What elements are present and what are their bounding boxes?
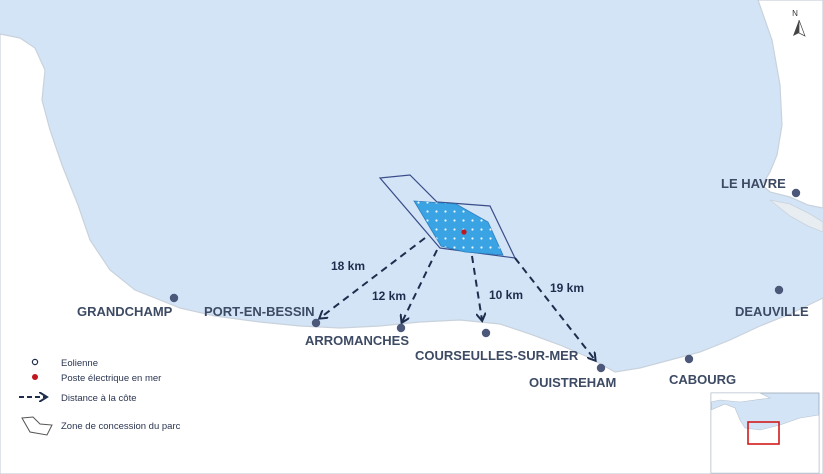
town-marker-le-havre <box>791 188 801 198</box>
town-marker-port-en-bessin <box>311 318 321 328</box>
wind-farm-turbines <box>414 201 503 255</box>
distance-arrow-port-en-bessin <box>320 237 426 318</box>
turbine-icon <box>31 358 39 366</box>
town-label-port-en-bessin: PORT-EN-BESSIN <box>204 304 315 319</box>
town-label-cabourg: CABOURG <box>669 372 736 387</box>
town-markers <box>169 188 801 373</box>
town-marker-deauville <box>774 285 784 295</box>
town-marker-courseulles <box>481 328 491 338</box>
distance-label-18: 18 km <box>331 259 365 273</box>
legend-poste-label: Poste électrique en mer <box>61 373 161 384</box>
land-west <box>0 33 823 474</box>
town-marker-cabourg <box>684 354 694 364</box>
inset-land <box>710 403 820 474</box>
distance-label-12: 12 km <box>372 289 406 303</box>
inset-map <box>710 392 820 474</box>
town-marker-ouistreham <box>596 363 606 373</box>
substation-icon <box>461 229 467 235</box>
concession-zone <box>378 174 517 259</box>
town-label-deauville: DEAUVILLE <box>735 304 809 319</box>
legend-distance-label: Distance à la côte <box>61 393 137 404</box>
legend: Eolienne Poste électrique en mer Distanc… <box>19 358 181 436</box>
north-arrow-icon: N <box>792 9 806 37</box>
distance-label-19: 19 km <box>550 281 584 295</box>
inset-england <box>710 392 772 403</box>
concession-zone-icon <box>21 416 53 436</box>
legend-zone-label: Zone de concession du parc <box>61 421 181 432</box>
town-label-le-havre: LE HAVRE <box>721 176 786 191</box>
north-label: N <box>792 9 798 18</box>
town-label-ouistreham: OUISTREHAM <box>529 375 616 390</box>
distance-arrow-ouistreham <box>514 257 595 360</box>
distance-arrow-arromanches <box>402 249 438 322</box>
town-marker-grandchamp <box>169 293 179 303</box>
distance-label-10: 10 km <box>489 288 523 302</box>
distance-arrow-courseulles <box>471 255 482 320</box>
town-marker-arromanches <box>396 323 406 333</box>
distance-arrows <box>320 237 595 360</box>
legend-eolienne-label: Eolienne <box>61 358 98 369</box>
town-label-grandchamp: GRANDCHAMP <box>77 304 173 319</box>
seine-estuary <box>769 199 823 233</box>
substation-icon <box>32 374 38 380</box>
town-label-courseulles: COURSEULLES-SUR-MER <box>415 348 579 363</box>
land-northeast <box>757 0 823 209</box>
town-label-arromanches: ARROMANCHES <box>305 333 409 348</box>
inset-frame <box>747 421 780 445</box>
